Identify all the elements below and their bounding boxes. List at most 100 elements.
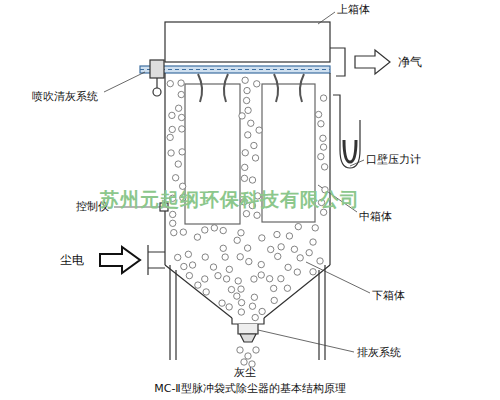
dust-particle xyxy=(271,297,277,303)
dust-particle xyxy=(202,254,208,260)
dust-particle xyxy=(251,142,257,148)
dust-particle xyxy=(258,261,264,267)
dust-particle xyxy=(220,245,226,251)
dust-particle xyxy=(256,127,262,133)
dust-particle xyxy=(270,285,276,291)
dust-particle xyxy=(294,269,300,275)
part-label: 口壁压力计 xyxy=(366,153,421,166)
dust-particle xyxy=(318,153,324,159)
dust-particle xyxy=(241,175,247,181)
blow-pipe xyxy=(140,66,330,73)
dust-particle xyxy=(169,112,175,118)
flow-label: 净气 xyxy=(398,55,422,69)
dust-particle xyxy=(202,227,208,233)
dust-particle xyxy=(267,246,273,252)
dust-particle xyxy=(246,258,252,264)
upper-chamber xyxy=(165,22,330,62)
dust-particle xyxy=(248,120,254,126)
dust-particle xyxy=(266,276,272,282)
dust-particle xyxy=(317,258,323,264)
dust-particle xyxy=(169,126,175,132)
dust-particle xyxy=(243,211,249,217)
dust-particle xyxy=(179,149,185,155)
dust-particle xyxy=(242,150,248,156)
dust-particle xyxy=(320,95,326,101)
dust-particle xyxy=(275,253,281,259)
dust-particle xyxy=(249,303,255,309)
dust-particle xyxy=(244,87,250,93)
dust-particle xyxy=(228,286,234,292)
dust-particle xyxy=(238,230,244,236)
part-label: 上箱体 xyxy=(337,3,370,16)
leader-line xyxy=(104,12,370,352)
part-label: 中箱体 xyxy=(359,210,392,223)
dust-particle xyxy=(306,249,312,255)
hopper xyxy=(165,265,330,318)
middle-chamber xyxy=(165,73,330,265)
dust-particle xyxy=(168,150,174,156)
dust-particle xyxy=(310,239,316,245)
dust-particle xyxy=(245,132,251,138)
dust-particle xyxy=(258,272,264,278)
dust-particle xyxy=(175,105,181,111)
dust-particle xyxy=(194,234,200,240)
dust-particle xyxy=(237,254,243,260)
dust-particle xyxy=(320,135,326,141)
support-leg xyxy=(170,265,325,360)
dust-particle xyxy=(235,278,241,284)
dust-particle xyxy=(291,246,297,252)
dust-particle xyxy=(238,309,244,315)
dust-particle xyxy=(251,294,257,300)
dust-particle xyxy=(249,177,255,183)
dust-particle xyxy=(245,353,251,359)
dust-particle xyxy=(211,225,217,231)
dust-particle xyxy=(175,161,181,167)
watermark: 苏州元起纲环保科技有限公司 xyxy=(100,188,360,211)
dust-particle xyxy=(167,80,173,86)
dust-particle xyxy=(321,164,327,170)
dust-particle xyxy=(242,164,248,170)
dust-particles xyxy=(167,77,328,367)
dust-particle xyxy=(181,263,187,269)
dust-particle xyxy=(202,276,208,282)
clean-gas-arrow xyxy=(355,50,390,74)
dusty-gas-arrow xyxy=(100,247,140,273)
dust-particle xyxy=(251,276,257,282)
flow-label: 尘电 xyxy=(60,253,84,267)
dust-particle xyxy=(178,91,184,97)
dust-particle xyxy=(238,299,244,305)
part-label: 灰尘 xyxy=(234,366,256,379)
dust-particle xyxy=(178,80,184,86)
dust-particle xyxy=(238,286,244,292)
dust-particle xyxy=(185,251,191,257)
dust-particle xyxy=(237,347,243,353)
dust-particle xyxy=(278,275,284,281)
dust-particle xyxy=(315,111,321,117)
dust-particle xyxy=(203,289,209,295)
dust-particle xyxy=(252,155,258,161)
part-label: 喷吹清灰系统 xyxy=(32,90,98,103)
dust-particle xyxy=(285,264,291,270)
outlet-pipe xyxy=(330,48,345,76)
caption: MC-Ⅱ型脉冲袋式除尘器的基本结构原理 xyxy=(154,382,346,395)
dust-particle xyxy=(179,126,185,132)
dust-particle xyxy=(259,308,265,314)
dust-particle xyxy=(297,255,303,261)
dust-particle xyxy=(172,175,178,181)
dust-particle xyxy=(254,212,260,218)
dust-particle xyxy=(274,231,280,237)
dust-particle xyxy=(318,121,324,127)
dust-particle xyxy=(234,293,240,299)
inlet-duct xyxy=(148,245,165,275)
dust-particle xyxy=(167,134,173,140)
dust-particle xyxy=(171,229,177,235)
dust-particle xyxy=(170,211,176,217)
dust-particle xyxy=(174,254,180,260)
dust-particle xyxy=(310,269,316,275)
dust-particle xyxy=(243,97,249,103)
dust-particle xyxy=(189,262,195,268)
dust-particle xyxy=(210,264,216,270)
dust-particle xyxy=(244,245,250,251)
dust-particle xyxy=(239,113,245,119)
